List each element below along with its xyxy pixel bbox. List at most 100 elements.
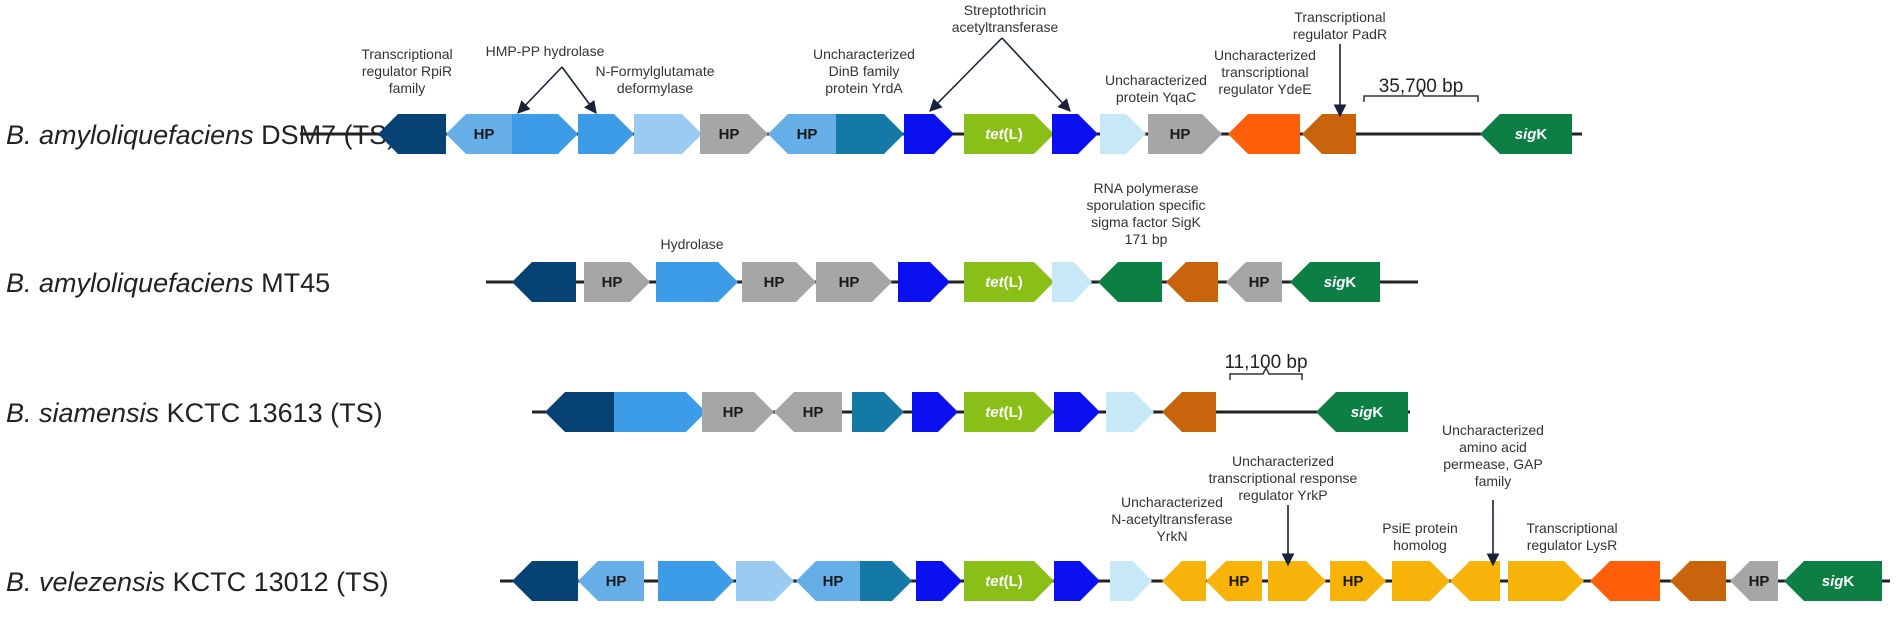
gene-arrow: [1052, 114, 1098, 154]
gene-arrow: [742, 262, 816, 302]
gene-arrow: [1206, 561, 1262, 601]
gene-label: HP: [719, 126, 740, 143]
gene-label: tet(L): [985, 573, 1023, 590]
gene-label: HP: [764, 274, 785, 291]
gene-arrow: [916, 561, 962, 601]
species-genus: B. amyloliquefaciens: [6, 268, 254, 298]
gap-size-label: 11,100 bp: [1224, 352, 1307, 373]
gene-annotation: Hydrolase: [660, 236, 723, 252]
gene-arrow: [1054, 561, 1100, 601]
gene-arrow: [578, 114, 634, 154]
gap-bracket: 11,100 bp: [1224, 352, 1308, 380]
gene-arrow: [796, 561, 860, 601]
gene-arrow: [1110, 561, 1152, 601]
gap-bracket: 35,700 bp: [1363, 76, 1479, 102]
gene-arrow: [700, 114, 768, 154]
gene-arrow: [1590, 561, 1660, 601]
gene-label: sigK: [1515, 126, 1548, 143]
track-1: B. amyloliquefaciens DSM7 (TS) HP HP HP tet(…: [6, 114, 1582, 154]
gene-label: HP: [823, 573, 844, 590]
gene-arrow: [1480, 114, 1572, 154]
gene-label: HP: [1749, 573, 1770, 590]
gene-arrow: [736, 561, 794, 601]
gene-arrow: [1162, 392, 1216, 432]
gene-arrow: [1052, 262, 1092, 302]
species-strain: KCTC 13012 (TS): [165, 567, 389, 597]
gene-arrow: [1508, 561, 1584, 601]
gene-label: HP: [797, 126, 818, 143]
gene-arrow: [1392, 561, 1450, 601]
species-genus: B. velezensis: [6, 567, 165, 597]
gene-arrow: [512, 114, 578, 154]
gene-label: tet(L): [985, 126, 1023, 143]
gene-arrow: [904, 114, 954, 154]
gene-label: sigK: [1822, 573, 1855, 590]
gene-arrow: [1450, 561, 1500, 601]
gene-arrow: [1302, 114, 1356, 154]
species-strain: MT45: [254, 268, 331, 298]
gene-arrow: [774, 392, 842, 432]
gene-label: HP: [474, 126, 495, 143]
gene-arrow: [1330, 561, 1386, 601]
track-4: B. velezensis KCTC 13012 (TS) HP HP tet(L) H…: [6, 561, 1890, 601]
gap-size-label: 35,700 bp: [1379, 76, 1464, 97]
species-label: B. siamensis KCTC 13613 (TS): [6, 398, 383, 428]
gene-arrow: [578, 561, 644, 601]
gene-arrow: [1054, 392, 1100, 432]
gene-arrow: [1228, 114, 1300, 154]
gene-label: HP: [723, 404, 744, 421]
annotation-pointer: [517, 66, 563, 114]
gene-arrow: [656, 262, 738, 302]
gene-arrow: [702, 392, 774, 432]
gene-annotation: HMP-PP hydrolase: [486, 43, 605, 59]
species-label: B. velezensis KCTC 13012 (TS): [6, 567, 389, 597]
gene-label: HP: [606, 573, 627, 590]
gene-arrow: [512, 561, 578, 601]
gene-arrow: [964, 114, 1054, 154]
gene-arrow: [545, 392, 614, 432]
gene-label: HP: [1229, 573, 1250, 590]
gene-arrow: [1166, 262, 1218, 302]
gene-arrow: [898, 262, 950, 302]
gene-arrow: [614, 392, 706, 432]
gene-arrow: [964, 561, 1054, 601]
gene-label: sigK: [1351, 404, 1384, 421]
gene-label: tet(L): [985, 274, 1023, 291]
species-genus: B. amyloliquefaciens: [6, 120, 254, 150]
gene-label: HP: [803, 404, 824, 421]
gene-label: HP: [602, 274, 623, 291]
gene-arrow: [1316, 392, 1408, 432]
gene-arrow: [1226, 262, 1282, 302]
gene-arrow: [768, 114, 836, 154]
gene-arrow: [964, 262, 1054, 302]
gene-arrow: [1268, 561, 1326, 601]
gene-arrow: [860, 561, 912, 601]
species-strain: KCTC 13613 (TS): [159, 398, 383, 428]
annotation-pointer: [1001, 37, 1071, 112]
gene-arrow: [512, 262, 576, 302]
gene-arrow: [584, 262, 650, 302]
species-label: B. amyloliquefaciens DSM7 (TS): [6, 120, 396, 150]
gene-arrow: [446, 114, 512, 154]
gene-arrow: [658, 561, 734, 601]
annotation-pointer: [929, 37, 1003, 112]
species-label: B. amyloliquefaciens MT45: [6, 268, 330, 298]
gene-label: HP: [1170, 126, 1191, 143]
annotation-pointer: [561, 66, 597, 115]
gene-label: sigK: [1324, 274, 1357, 291]
gene-arrow: [1148, 114, 1222, 154]
gene-arrow: [1162, 561, 1206, 601]
gene-arrow: [1670, 561, 1726, 601]
gene-arrow: [816, 262, 892, 302]
